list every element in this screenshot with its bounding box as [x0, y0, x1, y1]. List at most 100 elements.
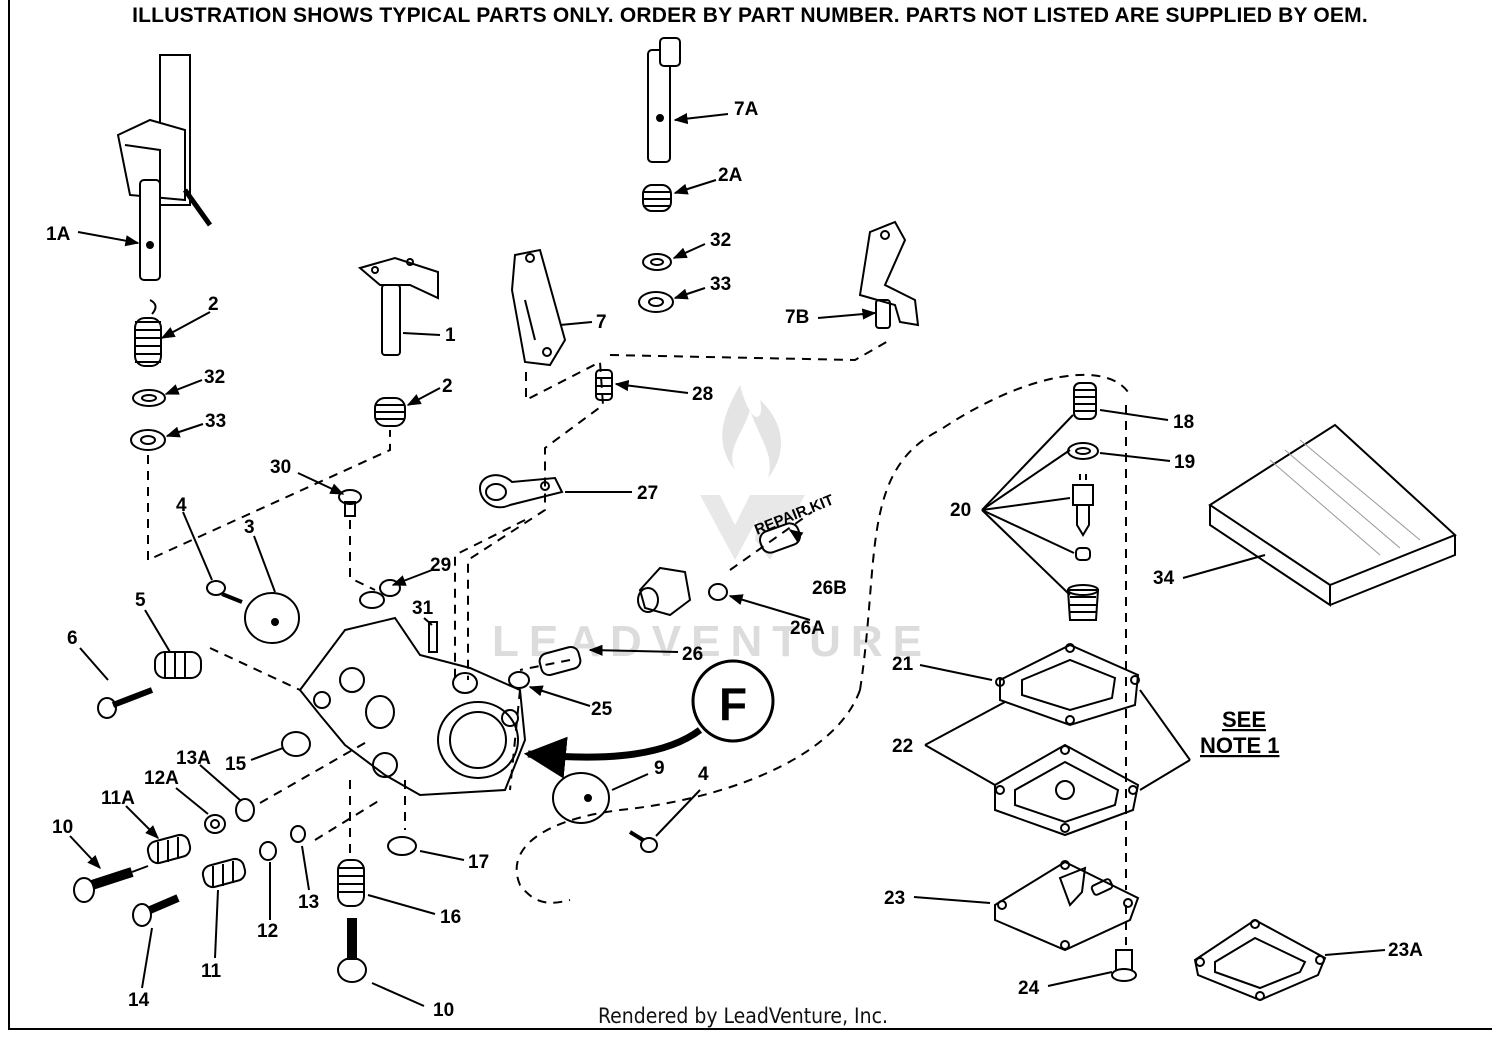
diagram-header: ILLUSTRATION SHOWS TYPICAL PARTS ONLY. O…	[132, 4, 1368, 27]
label-12A: 12A	[144, 768, 179, 789]
part-24-screw	[1111, 949, 1137, 982]
part-18-spring	[1073, 382, 1097, 420]
label-30: 30	[270, 457, 291, 478]
label-33a: 33	[205, 411, 226, 432]
label-33b: 33	[710, 274, 731, 295]
label-11A: 11A	[101, 788, 135, 809]
label-2b: 2	[442, 376, 453, 397]
part-33-washer	[130, 429, 166, 451]
label-4b: 4	[698, 764, 709, 785]
part-4b-screw	[628, 830, 658, 853]
label-7: 7	[596, 312, 607, 333]
label-16: 16	[440, 907, 461, 928]
carburetor-body	[298, 616, 527, 797]
part-7-lever	[510, 248, 567, 367]
label-32a: 32	[204, 367, 225, 388]
label-6: 6	[67, 628, 78, 649]
part-14-part	[132, 894, 180, 927]
label-1: 1	[445, 325, 456, 346]
label-28: 28	[692, 384, 713, 405]
part-2A-spring	[642, 184, 672, 212]
label-10b: 10	[433, 1000, 454, 1021]
label-29: 29	[430, 555, 451, 576]
label-2A: 2A	[718, 165, 743, 186]
label-26: 26	[682, 644, 703, 665]
assembly-guide-lines	[147, 339, 1131, 945]
label-11: 11	[201, 961, 222, 982]
part-7A-shaft	[647, 37, 681, 163]
label-12: 12	[257, 921, 278, 942]
part-1-lever	[357, 256, 439, 356]
part-30-screw	[338, 489, 362, 517]
label-3: 3	[244, 517, 255, 538]
part-25-seal	[508, 671, 530, 689]
label-34: 34	[1153, 568, 1175, 589]
part-21-gasket	[995, 643, 1140, 727]
part-22-diaphragm	[994, 743, 1140, 837]
part-labels: 1A 2 32 33 1 2 7 7A 2A 32 33 7B 28 27 30…	[46, 99, 1423, 1021]
label-13: 13	[298, 892, 319, 913]
part-33b-washer	[638, 291, 674, 313]
label-32b: 32	[710, 230, 731, 251]
part-15-plug	[281, 731, 311, 757]
part-20-needle-valve	[1066, 474, 1100, 621]
part-11A-spring	[146, 833, 192, 865]
part-17-disc	[387, 836, 417, 856]
part-11-spring	[201, 857, 247, 889]
label-23: 23	[884, 888, 905, 909]
part-7B-lever	[858, 220, 920, 329]
label-18: 18	[1173, 412, 1194, 433]
part-26-fitting	[538, 645, 582, 677]
label-26A: 26A	[790, 618, 825, 639]
part-16-spring	[337, 859, 365, 907]
part-1A-shaft	[116, 54, 213, 281]
part-10b-needle	[337, 918, 367, 983]
part-10a-needle	[73, 865, 149, 903]
watermark: LEADVENTURE	[492, 385, 922, 666]
part-34-repair-kit	[1208, 423, 1457, 607]
label-24: 24	[1018, 978, 1040, 999]
inset-F-badge	[691, 659, 775, 743]
part-13A-ring	[235, 798, 255, 822]
part-2b-spring	[374, 397, 406, 427]
label-9: 9	[654, 758, 665, 779]
inset-arrow	[523, 727, 703, 779]
label-17: 17	[468, 852, 489, 873]
part-4a-screw	[206, 580, 243, 604]
label-22: 22	[892, 736, 913, 757]
label-25: 25	[591, 699, 613, 720]
part-26A-elbow	[637, 566, 728, 617]
part-23A-cover	[1193, 918, 1327, 1002]
part-2-spring	[134, 299, 162, 367]
part-27-clip	[478, 474, 564, 509]
part-28-screw	[595, 369, 613, 401]
inset-letter: F	[719, 678, 747, 730]
label-leaders	[69, 113, 1386, 1007]
part-6-screw	[97, 687, 154, 719]
part-9-plate	[552, 772, 610, 824]
part-32-washer	[132, 389, 166, 407]
part-31-pin	[428, 621, 438, 653]
label-4a: 4	[176, 495, 187, 516]
part-19-washer	[1067, 442, 1099, 460]
label-5: 5	[135, 590, 146, 611]
part-23-cover	[994, 860, 1140, 952]
label-19: 19	[1174, 452, 1195, 473]
part-12A-washer	[204, 814, 226, 834]
label-21: 21	[892, 654, 914, 675]
label-1A: 1A	[46, 224, 71, 245]
label-7A: 7A	[734, 99, 759, 120]
footer-credit: Rendered by LeadVenture, Inc.	[598, 1004, 888, 1028]
label-31: 31	[412, 598, 434, 619]
label-26B: 26B	[812, 578, 847, 599]
part-32b-washer	[642, 253, 672, 271]
label-10a: 10	[52, 817, 73, 838]
label-15: 15	[225, 754, 247, 775]
see-note-1: SEE NOTE 1	[1200, 707, 1279, 758]
part-29-ring	[379, 579, 401, 597]
label-14: 14	[128, 990, 150, 1011]
part-3-plate	[244, 592, 300, 644]
label-23A: 23A	[1388, 940, 1423, 961]
